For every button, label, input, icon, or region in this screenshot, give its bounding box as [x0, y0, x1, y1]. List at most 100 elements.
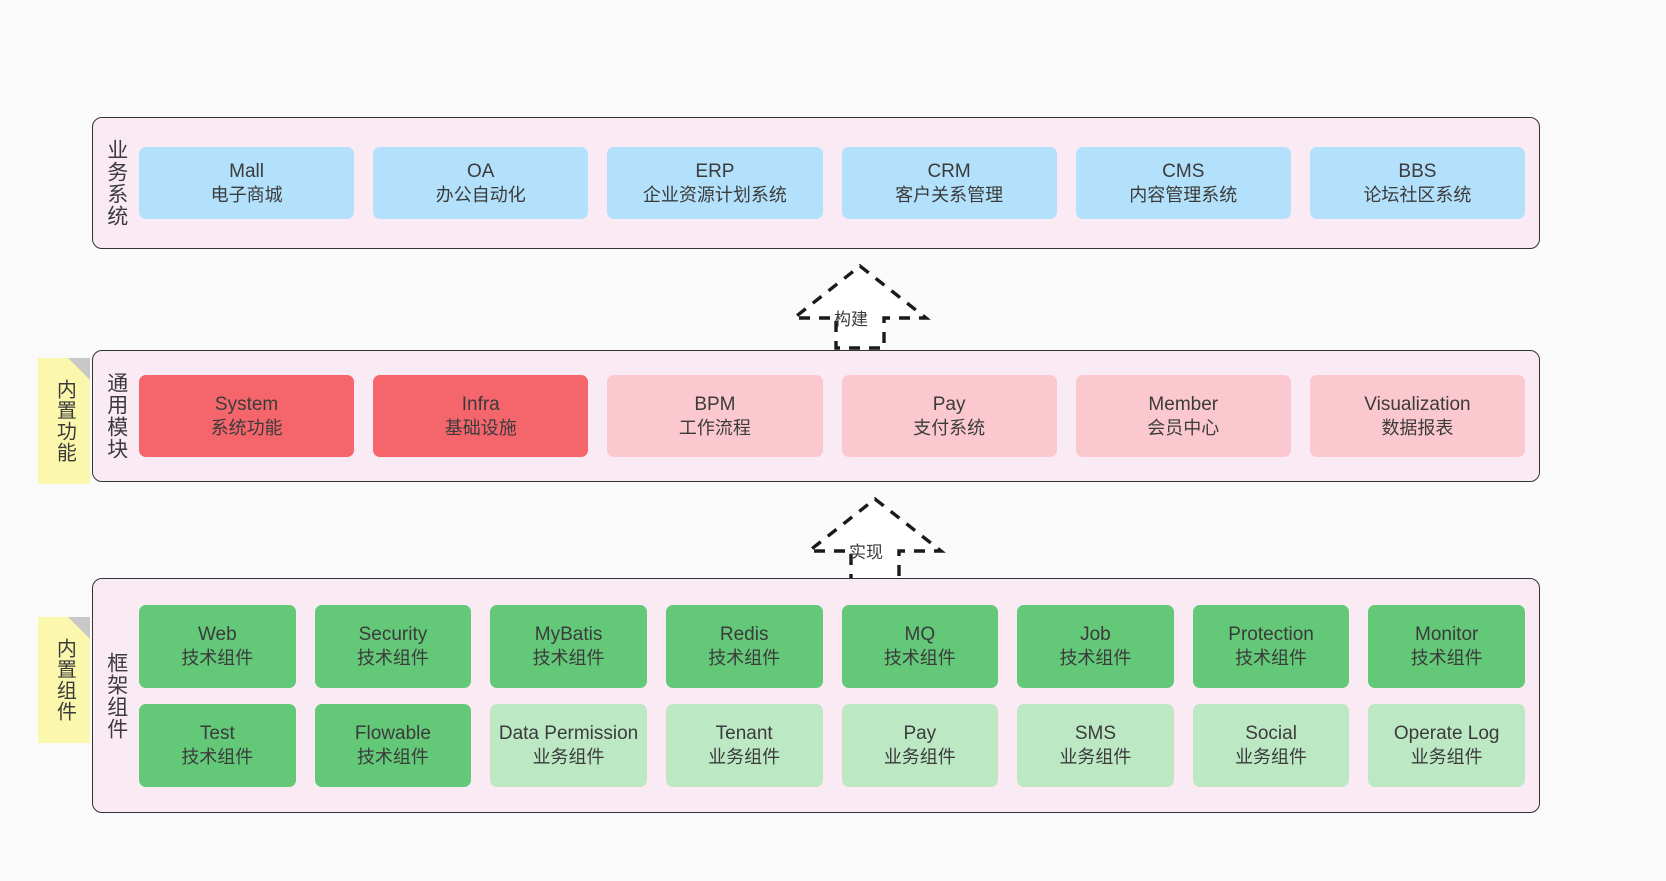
card-pay-component[interactable]: Pay 业务组件 [841, 703, 999, 787]
card-title-cn: 企业资源计划系统 [642, 184, 787, 205]
card-title-cn: 业务组件 [708, 746, 781, 767]
connector-build-shape [789, 263, 931, 350]
layer-business-systems: 业务系统 Mall 电子商城 OA 办公自动化 ERP 企业资源计划系统 CRM… [92, 117, 1540, 249]
layer-body-common-modules: System 系统功能 Infra 基础设施 BPM 工作流程 Pay 支付系统… [139, 351, 1539, 481]
card-title-cn: 技术组件 [1410, 647, 1483, 668]
card-title-en: Member [1148, 393, 1219, 415]
card-title-en: Pay [903, 722, 937, 744]
layer-common-modules: 通用模块 System 系统功能 Infra 基础设施 BPM 工作流程 Pay… [92, 350, 1540, 482]
card-title-cn: 基础设施 [444, 417, 517, 438]
card-title-cn: 技术组件 [356, 746, 429, 767]
card-title-en: Social [1245, 722, 1297, 744]
sticky-note-builtin-components: 内置组件 [38, 617, 90, 743]
card-web[interactable]: Web 技术组件 [139, 604, 296, 688]
card-title-en: Mall [229, 160, 264, 182]
card-pay-module[interactable]: Pay 支付系统 [841, 375, 1057, 457]
card-title-cn: 内容管理系统 [1129, 184, 1238, 205]
card-visualization[interactable]: Visualization 数据报表 [1309, 375, 1526, 457]
card-operate-log[interactable]: Operate Log 业务组件 [1368, 703, 1525, 787]
connector-build-label: 构建 [834, 310, 868, 329]
card-row: Test 技术组件 Flowable 技术组件 Data Permission … [139, 703, 1525, 787]
card-mq[interactable]: MQ 技术组件 [841, 604, 999, 688]
card-title-cn: 业务组件 [1235, 746, 1308, 767]
card-row: Web 技术组件 Security 技术组件 MyBatis 技术组件 Redi… [139, 604, 1525, 688]
card-title-cn: 技术组件 [708, 647, 781, 668]
card-row: Mall 电子商城 OA 办公自动化 ERP 企业资源计划系统 CRM 客户关系… [139, 147, 1526, 219]
card-mall[interactable]: Mall 电子商城 [139, 147, 355, 219]
card-title-cn: 电子商城 [210, 184, 283, 205]
card-title-cn: 业务组件 [1059, 746, 1132, 767]
card-title-cn: 业务组件 [1410, 746, 1483, 767]
card-title-cn: 技术组件 [181, 647, 254, 668]
card-title-cn: 会员中心 [1147, 417, 1220, 438]
card-row: System 系统功能 Infra 基础设施 BPM 工作流程 Pay 支付系统… [139, 375, 1526, 457]
card-title-en: BPM [694, 393, 736, 415]
card-title-en: Operate Log [1393, 722, 1500, 744]
card-title-en: Visualization [1364, 393, 1471, 415]
card-member[interactable]: Member 会员中心 [1075, 375, 1291, 457]
sticky-fold-corner-icon [68, 617, 90, 639]
card-erp[interactable]: ERP 企业资源计划系统 [607, 147, 823, 219]
card-security[interactable]: Security 技术组件 [314, 604, 472, 688]
layer-body-framework-components: Web 技术组件 Security 技术组件 MyBatis 技术组件 Redi… [139, 579, 1539, 812]
card-data-permission[interactable]: Data Permission 业务组件 [490, 703, 647, 787]
card-title-en: ERP [695, 160, 735, 182]
card-title-cn: 业务组件 [883, 746, 956, 767]
card-title-en: BBS [1398, 160, 1437, 182]
card-infra[interactable]: Infra 基础设施 [373, 375, 589, 457]
card-redis[interactable]: Redis 技术组件 [665, 604, 823, 688]
card-title-en: MyBatis [534, 623, 603, 645]
layer-body-business-systems: Mall 电子商城 OA 办公自动化 ERP 企业资源计划系统 CRM 客户关系… [139, 118, 1539, 248]
card-title-en: Redis [719, 623, 769, 645]
card-title-en: SMS [1074, 722, 1117, 744]
connector-implement-label: 实现 [849, 543, 883, 562]
layer-label-framework-components: 框架组件 [104, 651, 128, 740]
card-title-cn: 业务组件 [532, 746, 605, 767]
card-title-cn: 数据报表 [1381, 417, 1454, 438]
card-monitor[interactable]: Monitor 技术组件 [1368, 604, 1525, 688]
card-title-en: Web [197, 623, 237, 645]
card-title-cn: 系统功能 [210, 417, 283, 438]
card-title-cn: 技术组件 [1235, 647, 1308, 668]
connector-implement: 实现 [804, 495, 946, 583]
generalization-arrow-icon [789, 263, 931, 350]
card-title-en: OA [467, 160, 495, 182]
card-title-en: Test [199, 722, 235, 744]
layer-label-business-systems: 业务系统 [104, 139, 128, 227]
card-flowable[interactable]: Flowable 技术组件 [314, 703, 472, 787]
card-title-cn: 办公自动化 [435, 184, 526, 205]
card-protection[interactable]: Protection 技术组件 [1192, 604, 1350, 688]
card-title-en: Flowable [354, 722, 431, 744]
card-title-en: Tenant [715, 722, 773, 744]
card-bpm[interactable]: BPM 工作流程 [607, 375, 823, 457]
card-title-en: Data Permission [498, 722, 639, 744]
card-system[interactable]: System 系统功能 [139, 375, 355, 457]
card-oa[interactable]: OA 办公自动化 [373, 147, 589, 219]
card-mybatis[interactable]: MyBatis 技术组件 [490, 604, 647, 688]
card-title-cn: 技术组件 [532, 647, 605, 668]
card-title-en: Pay [932, 393, 966, 415]
card-title-en: Job [1080, 623, 1111, 645]
card-title-cn: 技术组件 [883, 647, 956, 668]
card-title-en: CMS [1162, 160, 1205, 182]
card-social[interactable]: Social 业务组件 [1192, 703, 1350, 787]
card-crm[interactable]: CRM 客户关系管理 [841, 147, 1057, 219]
sticky-note-builtin-features: 内置功能 [38, 358, 90, 484]
card-title-cn: 技术组件 [1059, 647, 1132, 668]
sticky-fold-corner-icon [68, 358, 90, 380]
sticky-note-text: 内置功能 [53, 379, 76, 463]
card-cms[interactable]: CMS 内容管理系统 [1075, 147, 1291, 219]
card-title-en: System [214, 393, 279, 415]
card-title-cn: 论坛社区系统 [1363, 184, 1472, 205]
card-job[interactable]: Job 技术组件 [1017, 604, 1174, 688]
card-test[interactable]: Test 技术组件 [139, 703, 296, 787]
card-sms[interactable]: SMS 业务组件 [1017, 703, 1174, 787]
card-tenant[interactable]: Tenant 业务组件 [665, 703, 823, 787]
layer-label-common-modules: 通用模块 [104, 372, 128, 460]
card-bbs[interactable]: BBS 论坛社区系统 [1309, 147, 1526, 219]
card-title-en: Monitor [1415, 623, 1479, 645]
card-title-en: Infra [461, 393, 500, 415]
card-title-cn: 技术组件 [356, 647, 429, 668]
card-title-cn: 支付系统 [913, 417, 986, 438]
